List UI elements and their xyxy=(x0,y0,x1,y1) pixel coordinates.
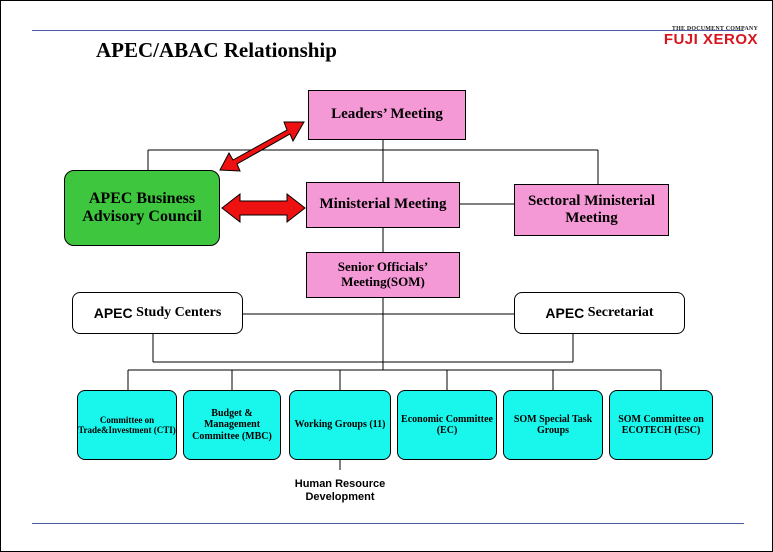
study-centers-label: Study Centers xyxy=(132,304,222,320)
som-special-task-groups-node: SOM Special Task Groups xyxy=(503,390,603,460)
slide-title: APEC/ABAC Relationship xyxy=(96,38,337,62)
study-centers-node: APEC Study Centers xyxy=(72,292,243,334)
bottom-rule xyxy=(32,523,744,524)
working-groups-node: Working Groups (11) xyxy=(289,390,391,460)
leaders-meeting-node: Leaders’ Meeting xyxy=(308,90,466,140)
secretariat-node: APEC Secretariat xyxy=(514,292,685,334)
brand-tagline: THE DOCUMENT COMPANY xyxy=(671,26,758,32)
secretariat-apec-label: APEC xyxy=(545,304,585,321)
esc-node: SOM Committee on ECOTECH (ESC) xyxy=(609,390,713,460)
secretariat-label: Secretariat xyxy=(584,304,654,320)
abac-node: APEC Business Advisory Council xyxy=(64,170,220,246)
ministerial-meeting-node: Ministerial Meeting xyxy=(306,182,460,228)
study-centers-apec-label: APEC xyxy=(93,304,133,321)
double-arrow-icon xyxy=(221,192,306,224)
brand-logo: THE DOCUMENT COMPANY FUJI XEROX xyxy=(664,26,758,47)
som-node: Senior Officials’ Meeting(SOM) xyxy=(306,252,460,298)
economic-committee-node: Economic Committee (EC) xyxy=(397,390,497,460)
brand-name: FUJI XEROX xyxy=(663,31,758,48)
mbc-node: Budget & Management Committee (MBC) xyxy=(183,390,281,460)
double-arrow-icon xyxy=(219,121,305,172)
cti-node: Committee on Trade&Investment (CTI) xyxy=(77,390,177,460)
hrd-note: Human Resource Development xyxy=(294,478,386,503)
sectoral-ministerial-node: Sectoral Ministerial Meeting xyxy=(514,184,669,236)
top-rule xyxy=(32,30,744,31)
